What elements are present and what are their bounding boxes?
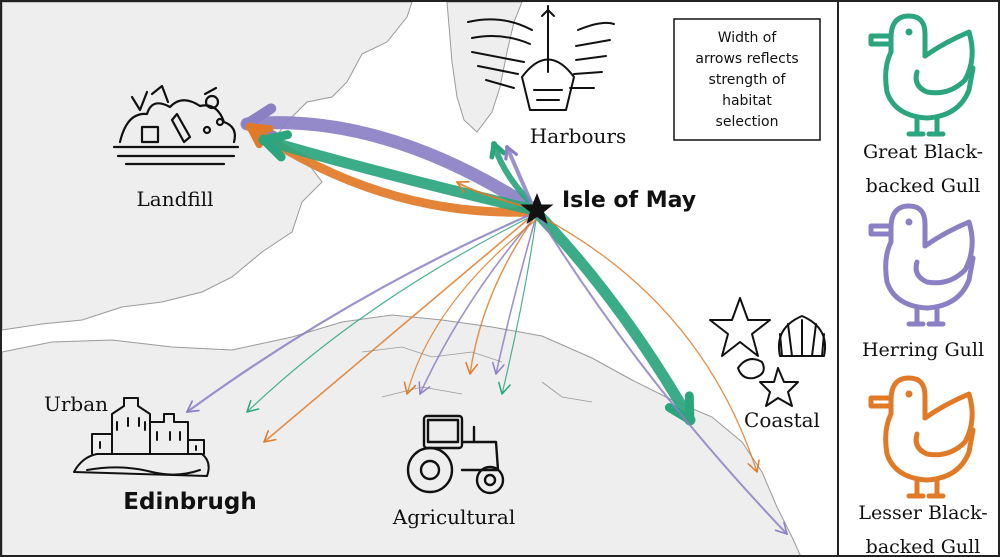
arrow-herring-gull (185, 212, 534, 414)
legend-label-herring: Herring Gull (862, 339, 984, 361)
arrow-great-black-backed-gull (258, 130, 536, 215)
boat-icon (467, 5, 615, 111)
legend-canvas: Great Black- backed Gull Herring Gull Le… (858, 13, 988, 557)
arrow-lesser-black-backed-gull (403, 219, 537, 395)
arrow-lesser-black-backed-gull (456, 180, 531, 209)
arrowhead (418, 381, 431, 395)
agricultural-label: Agricultural (392, 505, 515, 529)
arrowhead (774, 521, 788, 535)
arrow-lesser-black-backed-gull (263, 215, 533, 443)
note-line: strength of (709, 72, 787, 88)
star-icon (520, 193, 554, 224)
arrow-herring-gull (504, 145, 532, 202)
arrow-great-black-backed-gull (498, 219, 537, 395)
coast-detail (361, 346, 593, 403)
arrow-lesser-black-backed-gull (539, 215, 760, 473)
arrowhead (456, 180, 470, 193)
arrow-herring-gull (418, 217, 535, 395)
arrow-lesser-black-backed-gull (465, 217, 535, 375)
gull-icon (868, 13, 976, 137)
colony-label: Isle of May (562, 188, 696, 213)
arrowhead (263, 430, 277, 443)
legend-label-lesser: backed Gull (866, 536, 981, 557)
harbours-label: Harbours (530, 124, 626, 148)
arrow-herring-gull (539, 217, 788, 535)
arrow-great-black-backed-gull (532, 208, 696, 426)
arrow-herring-gull (491, 219, 536, 375)
gull-icon (868, 375, 976, 499)
shells-icon (709, 297, 826, 407)
arrowhead (498, 381, 511, 395)
tractor-icon (406, 414, 505, 495)
arrowhead (246, 399, 260, 413)
arrowhead (259, 130, 293, 162)
arrowhead (186, 400, 200, 413)
city-label: Edinbrugh (123, 489, 256, 515)
urban-label: Urban (44, 392, 108, 416)
arrowhead (403, 381, 417, 395)
arrowhead (491, 361, 505, 375)
arrow-great-black-backed-gull (246, 215, 533, 413)
arrowhead (465, 361, 479, 375)
legend-label-lesser: Lesser Black- (858, 502, 987, 524)
arrow-great-black-backed-gull (489, 141, 531, 203)
arrowhead (747, 459, 760, 473)
arrowhead (504, 145, 519, 161)
note-box: Width of arrows reflects strength of hab… (673, 18, 821, 141)
note-line: habitat (722, 93, 772, 109)
legend-panel: Great Black- backed Gull Herring Gull Le… (837, 2, 998, 557)
note-line: selection (716, 114, 779, 130)
land-map (2, 2, 801, 555)
legend-label-great: Great Black- (863, 141, 983, 163)
arrowhead (246, 123, 274, 149)
arrowhead (664, 391, 695, 425)
note-line: arrows reflects (695, 51, 798, 67)
movement-arrows (185, 103, 788, 535)
legend-label-great: backed Gull (866, 175, 981, 197)
landfill-icon (112, 84, 240, 166)
north-land (2, 2, 413, 331)
note-line: Width of (718, 30, 778, 46)
coastal-label: Coastal (744, 408, 820, 432)
arrowhead (489, 141, 507, 160)
landfill-label: Landfill (136, 187, 213, 211)
castle-icon (73, 397, 210, 477)
gull-icon (868, 203, 976, 327)
